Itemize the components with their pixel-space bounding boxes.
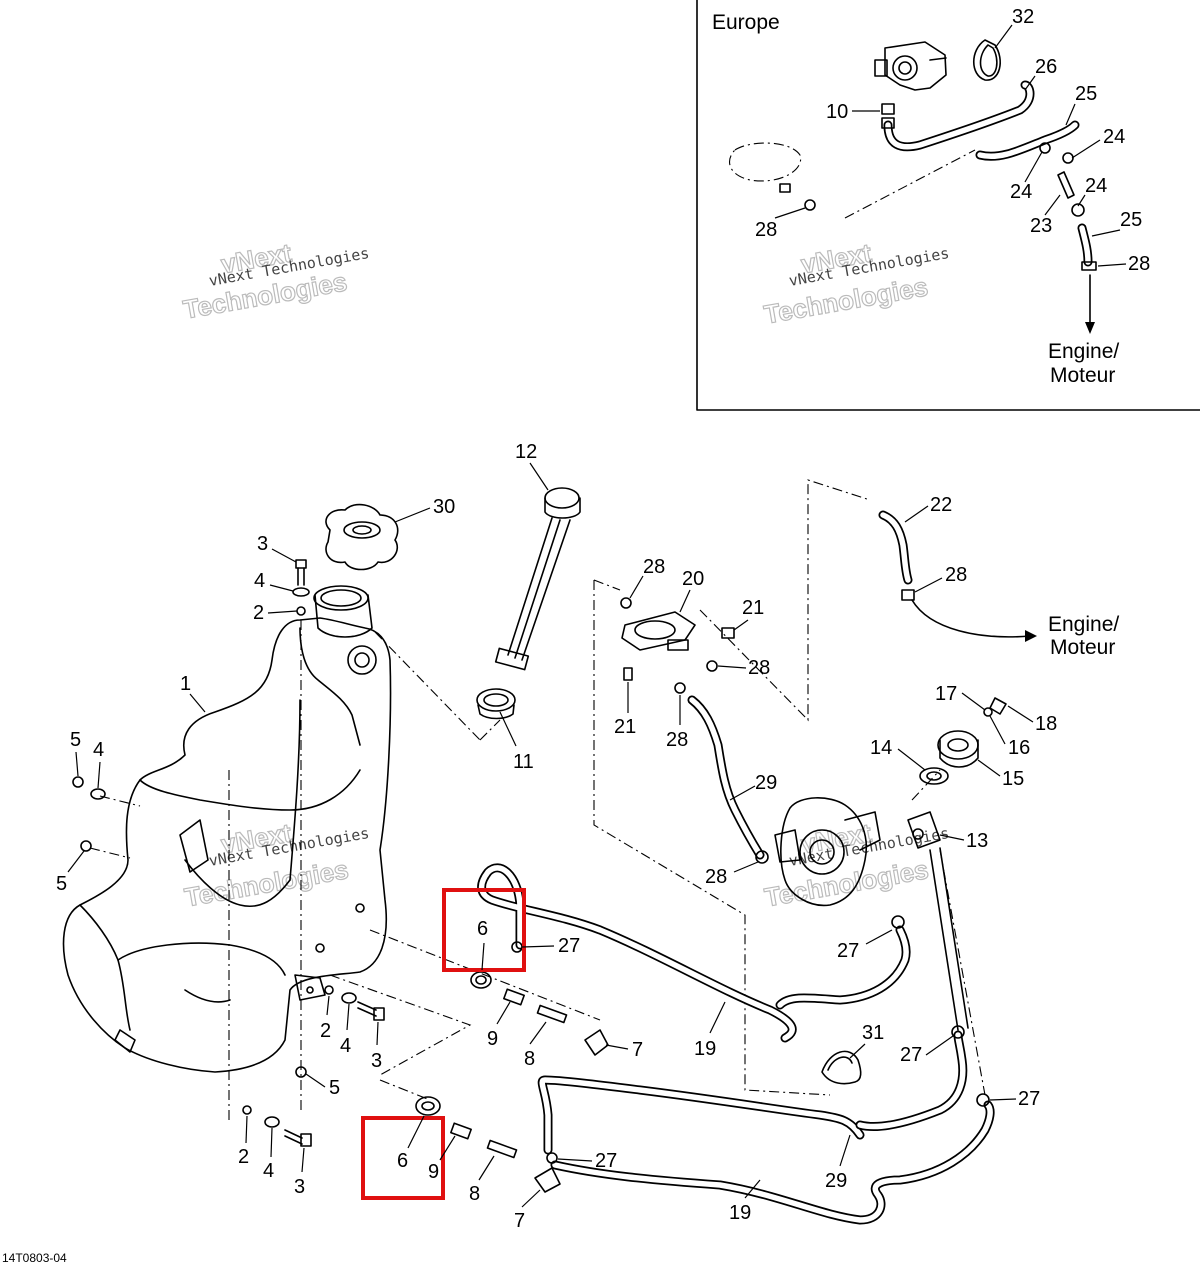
callout-19: 19 bbox=[729, 1202, 751, 1224]
callout-27: 27 bbox=[837, 940, 859, 962]
callout-20: 20 bbox=[682, 568, 704, 590]
callout-18: 18 bbox=[1035, 713, 1057, 735]
grommet-part bbox=[476, 688, 516, 720]
callout-31: 31 bbox=[862, 1022, 884, 1044]
callout-24: 24 bbox=[1103, 126, 1125, 148]
callout-21: 21 bbox=[742, 597, 764, 619]
callout-30: 30 bbox=[433, 496, 455, 518]
callout-6: 6 bbox=[477, 918, 488, 940]
callout-2: 2 bbox=[320, 1020, 331, 1042]
phantom-line bbox=[374, 631, 481, 741]
callout-28: 28 bbox=[666, 729, 688, 751]
callout-4: 4 bbox=[254, 570, 265, 592]
injector-part bbox=[907, 811, 941, 849]
inset-destination-2: Moteur bbox=[1050, 364, 1115, 387]
callout-9: 9 bbox=[487, 1028, 498, 1050]
inset-destination-1: Engine/ bbox=[1048, 340, 1119, 363]
callout-2: 2 bbox=[253, 602, 264, 624]
callout-26: 26 bbox=[1035, 56, 1057, 78]
callout-28: 28 bbox=[1128, 253, 1150, 275]
callout-24: 24 bbox=[1085, 175, 1107, 197]
screw-set-middle bbox=[324, 985, 385, 1021]
callout-25: 25 bbox=[1075, 83, 1097, 105]
callout-8: 8 bbox=[524, 1048, 535, 1070]
callout-5: 5 bbox=[329, 1077, 340, 1099]
callout-19: 19 bbox=[694, 1038, 716, 1060]
fuel-filter-part bbox=[620, 597, 735, 694]
screw-set-top bbox=[292, 559, 310, 616]
callout-29: 29 bbox=[755, 772, 777, 794]
inset-frame bbox=[696, 0, 1200, 411]
callout-25: 25 bbox=[1120, 209, 1142, 231]
callout-21: 21 bbox=[614, 716, 636, 738]
callouts: 12 30 3 4 2 1 5 4 5 11 22 28 28 20 21 28… bbox=[56, 441, 1057, 1232]
callout-16: 16 bbox=[1008, 737, 1030, 759]
highlight-box-6-lower bbox=[361, 1116, 445, 1200]
clamp-part bbox=[972, 39, 1001, 81]
fuel-tank-part bbox=[62, 585, 392, 1073]
watermark-1: vNext vNext Technologies Technologies bbox=[180, 237, 370, 325]
callout-12: 12 bbox=[515, 441, 537, 463]
callout-1: 1 bbox=[180, 673, 191, 695]
callout-5: 5 bbox=[70, 729, 81, 751]
callout-8: 8 bbox=[469, 1183, 480, 1205]
callout-27: 27 bbox=[558, 935, 580, 957]
filler-cap-part bbox=[325, 503, 399, 571]
callout-4: 4 bbox=[263, 1160, 274, 1182]
callout-32: 32 bbox=[1012, 6, 1034, 28]
callout-3: 3 bbox=[257, 533, 268, 555]
nut-part bbox=[72, 776, 84, 788]
callout-7: 7 bbox=[514, 1210, 525, 1232]
callout-24: 24 bbox=[1010, 181, 1032, 203]
callout-27: 27 bbox=[1018, 1088, 1040, 1110]
highlight-box-6-upper bbox=[442, 888, 526, 972]
callout-23: 23 bbox=[1030, 215, 1052, 237]
engine-destination-1: Engine/ bbox=[1048, 613, 1119, 636]
callout-14: 14 bbox=[870, 737, 892, 759]
callout-27: 27 bbox=[900, 1044, 922, 1066]
callout-29: 29 bbox=[825, 1170, 847, 1192]
callout-4: 4 bbox=[340, 1035, 351, 1057]
callout-4: 4 bbox=[93, 739, 104, 761]
callout-3: 3 bbox=[371, 1050, 382, 1072]
svg-text:Technologies: Technologies bbox=[762, 854, 930, 912]
filter-cap-phantom bbox=[729, 142, 802, 182]
callout-28: 28 bbox=[748, 657, 770, 679]
europe-inset: Europe 32 bbox=[696, 0, 1200, 411]
callout-15: 15 bbox=[1002, 768, 1024, 790]
callout-7: 7 bbox=[632, 1039, 643, 1061]
engine-destination-2: Moteur bbox=[1050, 636, 1115, 659]
callout-6: 6 bbox=[397, 1150, 408, 1172]
callout-17: 17 bbox=[935, 683, 957, 705]
callout-28: 28 bbox=[705, 866, 727, 888]
callout-10: 10 bbox=[826, 101, 848, 123]
callout-28: 28 bbox=[643, 556, 665, 578]
inset-title: Europe bbox=[712, 11, 780, 34]
clamp-part bbox=[821, 1050, 862, 1085]
callout-28: 28 bbox=[755, 219, 777, 241]
callout-28: 28 bbox=[945, 564, 967, 586]
callout-3: 3 bbox=[294, 1176, 305, 1198]
callout-13: 13 bbox=[966, 830, 988, 852]
fuel-level-sender-part bbox=[494, 487, 581, 671]
callout-22: 22 bbox=[930, 494, 952, 516]
callout-2: 2 bbox=[238, 1146, 249, 1168]
fuel-pump-part bbox=[874, 41, 947, 91]
nut-part bbox=[295, 1066, 307, 1078]
fitting-set-lower bbox=[415, 1096, 561, 1193]
throttle-body-part bbox=[774, 797, 881, 907]
callout-5: 5 bbox=[56, 873, 67, 895]
callout-9: 9 bbox=[428, 1161, 439, 1183]
callout-27: 27 bbox=[595, 1150, 617, 1172]
drawing-code: 14T0803-04 bbox=[2, 1251, 67, 1265]
watermark-2: vNext vNext Technologies Technologies bbox=[761, 237, 950, 330]
pressure-regulator-part bbox=[919, 697, 1007, 785]
phantom-line bbox=[593, 580, 831, 1096]
screw-set-bottom bbox=[242, 1105, 312, 1147]
callout-11: 11 bbox=[513, 751, 534, 773]
svg-text:Technologies: Technologies bbox=[182, 854, 350, 912]
fuel-hose-19 bbox=[477, 863, 797, 1043]
